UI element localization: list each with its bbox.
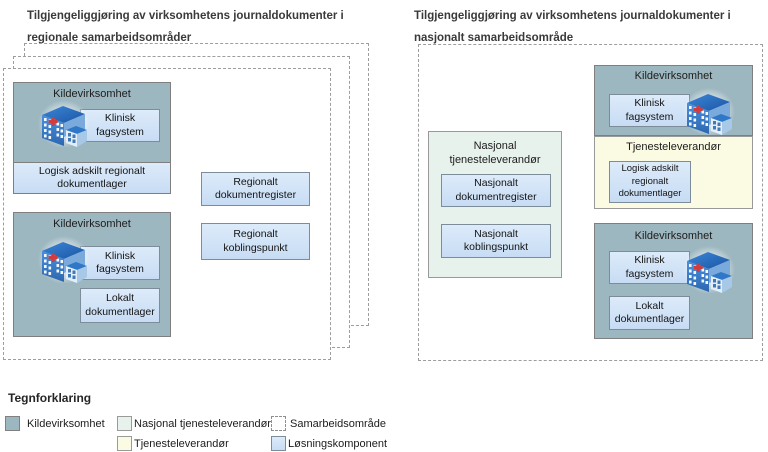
clinical-system-box: Klinisk fagsystem [80, 246, 160, 280]
right-panel-title-line1: Tilgjengeliggjøring av virksomhetens jou… [414, 10, 731, 22]
right-source-enterprise-top: Kildevirksomhet Klinisk fagsystem [594, 65, 753, 136]
regional-storage-box: Logisk adskilt regionalt dokumentlager [14, 162, 170, 193]
legend-swatch-tjenesteleverandor [117, 436, 132, 451]
national-document-register-box: Nasjonalt dokumentregister [441, 174, 551, 207]
source-enterprise-title: Kildevirksomhet [634, 230, 713, 242]
right-source-enterprise-bottom: Kildevirksomhet Klinisk fagsystem Lokalt… [594, 223, 753, 339]
local-storage-box: Lokalt dokumentlager [609, 296, 690, 330]
clinical-system-box: Klinisk fagsystem [609, 94, 690, 127]
legend-swatch-kildevirksomhet [5, 416, 20, 431]
service-provider-title: Tjenesteleverandør [626, 141, 721, 153]
hospital-building-icon [38, 100, 90, 147]
clinical-system-box: Klinisk fagsystem [609, 251, 690, 284]
legend-swatch-nasjonal-tjenesteleverandor [117, 416, 132, 431]
service-provider-box: Tjenesteleverandør Logisk adskilt region… [594, 136, 753, 209]
left-source-enterprise-top: Kildevirksomhet Klinisk fagsystem Logisk… [13, 82, 171, 194]
legend-label-nasjonal-tjenesteleverandor: Nasjonal tjenesteleverandør [134, 418, 271, 430]
legend-label-losningskomponent: Løsningskomponent [288, 438, 388, 450]
source-enterprise-title: Kildevirksomhet [53, 88, 131, 100]
local-storage-box: Lokalt dokumentlager [80, 288, 160, 323]
national-connection-point-box: Nasjonalt koblingspunkt [441, 224, 551, 258]
left-panel-title: Tilgjengeliggjøring av virksomhetens jou… [27, 5, 344, 49]
hospital-building-icon [683, 246, 735, 293]
national-service-provider-box: Nasjonal tjenesteleverandør Nasjonalt do… [428, 131, 562, 278]
left-panel-title-line1: Tilgjengeliggjøring av virksomhetens jou… [27, 10, 344, 22]
national-service-provider-title: Nasjonal tjenesteleverandør [449, 140, 541, 167]
legend-label-samarbeidsomrade: Samarbeidsområde [290, 418, 386, 430]
right-panel-title: Tilgjengeliggjøring av virksomhetens jou… [414, 5, 731, 49]
left-panel-title-line2: regionale samarbeidsområder [27, 32, 192, 44]
legend-swatch-samarbeidsomrade [271, 416, 286, 431]
clinical-system-box: Klinisk fagsystem [80, 109, 160, 142]
hospital-building-icon [683, 88, 735, 135]
source-enterprise-title: Kildevirksomhet [53, 218, 131, 230]
regional-document-register-box: Regionalt dokumentregister [201, 172, 310, 206]
source-enterprise-title: Kildevirksomhet [634, 70, 713, 82]
legend-title: Tegnforklaring [8, 391, 92, 405]
right-panel-title-line2: nasjonalt samarbeidsområde [414, 32, 574, 44]
regional-connection-point-box: Regionalt koblingspunkt [201, 223, 310, 260]
regional-storage-box: Logisk adskilt regionalt dokumentlager [609, 161, 691, 203]
legend-label-kildevirksomhet: Kildevirksomhet [27, 418, 105, 430]
legend-label-tjenesteleverandor: Tjenesteleverandør [134, 438, 229, 450]
left-source-enterprise-bottom: Kildevirksomhet Klinisk fagsystem Lokalt… [13, 212, 171, 337]
hospital-building-icon [38, 236, 90, 283]
legend-swatch-losningskomponent [271, 436, 286, 451]
